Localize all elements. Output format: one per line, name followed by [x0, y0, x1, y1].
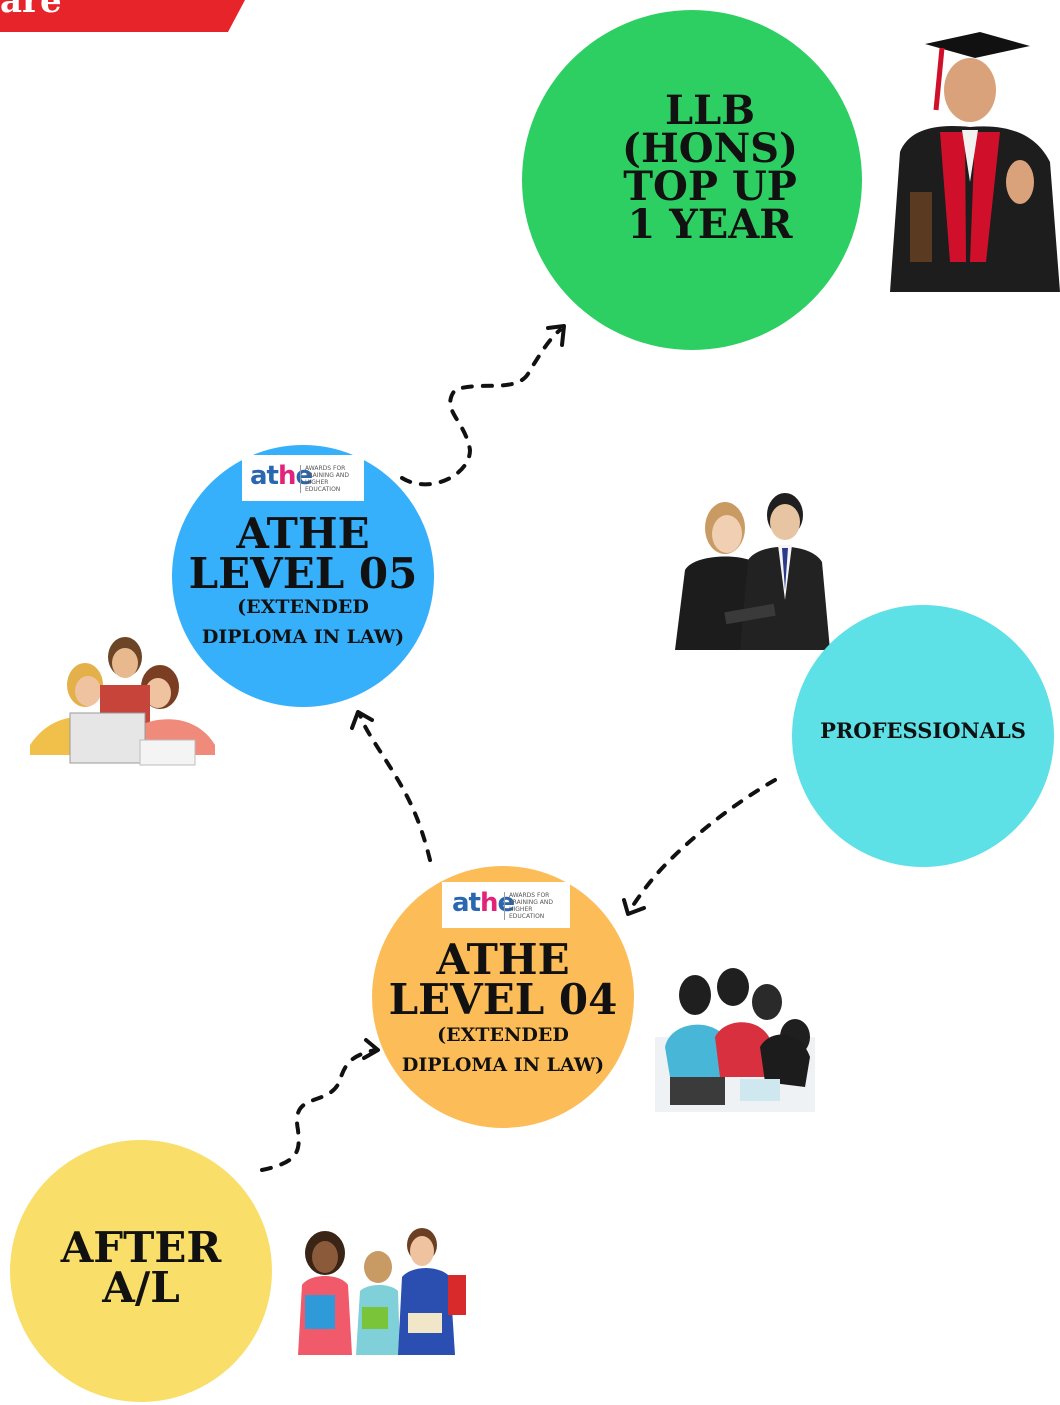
llb-label: LLB (HONS) TOP UP 1 YEAR [600, 87, 820, 248]
students-books-photo [298, 1228, 466, 1355]
athe-logo-tagline: AWARDS FOR TRAINING AND HIGHER EDUCATION [504, 892, 569, 920]
llb-line-4: 1 YEAR [627, 201, 793, 248]
node-llb [522, 10, 862, 350]
llb-line-3: TOP UP [623, 163, 797, 210]
connector-professionals-to-level04 [628, 778, 777, 912]
athe-logo-tagline: AWARDS FOR TRAINING AND HIGHER EDUCATION [300, 465, 365, 493]
banner-text: are [0, 0, 62, 21]
llb-line-2: (HONS) [622, 125, 798, 172]
students-laptop-photo [30, 637, 215, 766]
level04-subtitle: (EXTENDED DIPLOMA IN LAW) [401, 1024, 605, 1076]
after-al-label: AFTER A/L [60, 1223, 222, 1312]
athe-logo-wordmark: athe [452, 888, 515, 918]
connector-after-al-to-level04 [260, 1048, 377, 1172]
athe-logo-level04: athe AWARDS FOR TRAINING AND HIGHER EDUC… [442, 882, 570, 928]
business-people-photo [675, 493, 830, 650]
athe-logo-level05: athe AWARDS FOR TRAINING AND HIGHER EDUC… [242, 455, 364, 501]
arrowhead-level05 [350, 710, 374, 730]
graduate-photo [890, 32, 1060, 292]
arrowhead-llb [546, 324, 566, 347]
level05-title: ATHE LEVEL 05 [188, 509, 418, 598]
level04-title: ATHE LEVEL 04 [388, 935, 618, 1024]
athe-logo-wordmark: athe [250, 461, 313, 491]
study-group-photo [655, 968, 815, 1112]
professionals-label: PROFESSIONALS [820, 718, 1026, 743]
arrowhead-professionals [622, 898, 646, 916]
node-professionals [792, 605, 1054, 867]
arrowhead-level04 [362, 1038, 380, 1060]
llb-line-1: LLB [664, 87, 756, 134]
connector-level04-to-level05 [358, 713, 432, 862]
connector-level05-to-llb [400, 328, 562, 487]
corner-banner [0, 0, 245, 32]
level05-subtitle: (EXTENDED DIPLOMA IN LAW) [201, 596, 405, 648]
node-after-al [10, 1140, 272, 1402]
